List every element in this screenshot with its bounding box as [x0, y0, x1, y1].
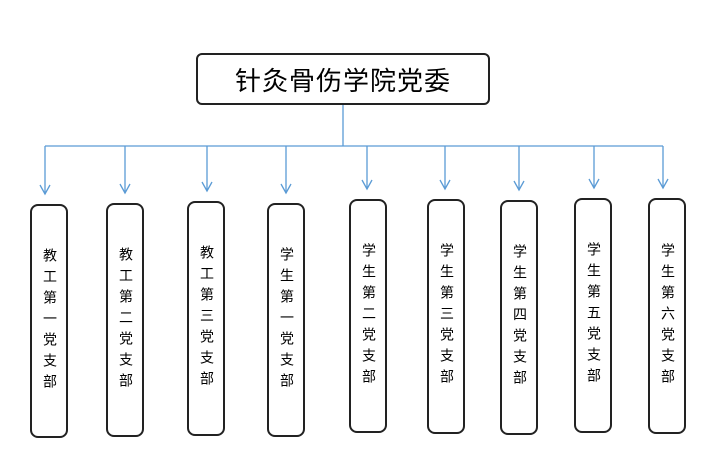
branch-label: 学生第一党支部 — [278, 246, 294, 394]
branch-label: 学生第三党支部 — [438, 243, 454, 390]
branch-label: 学生第五党支部 — [585, 242, 601, 389]
arrow-head-icon-9 — [657, 178, 669, 190]
arrow-head-icon-6 — [439, 179, 451, 191]
branch-node-2: 教工第二党支部 — [106, 203, 144, 437]
branch-node-9: 学生第六党支部 — [648, 198, 686, 434]
branch-node-8: 学生第五党支部 — [574, 198, 612, 433]
branch-node-5: 学生第二党支部 — [349, 199, 387, 433]
arrow-head-icon-7 — [513, 180, 525, 192]
arrow-head-icon-5 — [361, 179, 373, 191]
branch-label: 教工第一党支部 — [41, 247, 57, 395]
branch-node-4: 学生第一党支部 — [267, 203, 305, 437]
arrow-head-icon-4 — [280, 183, 292, 195]
branch-node-3: 教工第三党支部 — [187, 201, 225, 436]
branch-label: 教工第三党支部 — [198, 245, 214, 392]
root-node: 针灸骨伤学院党委 — [196, 53, 490, 105]
arrow-head-icon-1 — [39, 184, 51, 196]
branch-label: 学生第六党支部 — [659, 242, 675, 390]
root-title: 针灸骨伤学院党委 — [234, 66, 451, 97]
branch-node-6: 学生第三党支部 — [427, 199, 465, 434]
branch-node-1: 教工第一党支部 — [30, 204, 68, 438]
branch-label: 教工第二党支部 — [117, 246, 133, 394]
branch-label: 学生第四党支部 — [511, 244, 527, 391]
arrow-head-icon-3 — [201, 181, 213, 193]
arrow-head-icon-8 — [588, 178, 600, 190]
branch-label: 学生第二党支部 — [360, 242, 376, 390]
arrow-head-icon-2 — [119, 183, 131, 195]
branch-node-7: 学生第四党支部 — [500, 200, 538, 435]
